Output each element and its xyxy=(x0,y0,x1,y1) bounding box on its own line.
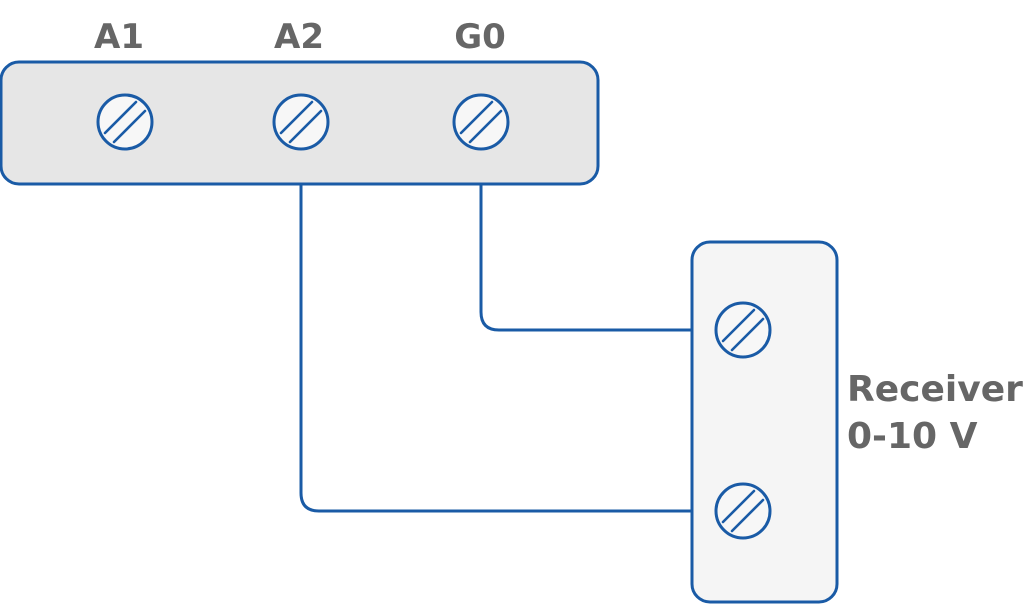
slotted-screw-icon xyxy=(714,301,772,359)
receiver-label: Receiver xyxy=(847,369,1023,410)
slotted-screw-icon xyxy=(272,93,330,151)
receiver-block-body xyxy=(690,240,839,604)
terminal-label-g0: G0 xyxy=(454,17,506,57)
wire-a2-to-receiver-bottom xyxy=(299,183,694,513)
receiver-block: Receiver 0-10 V xyxy=(690,240,1023,604)
terminal-label-a1: A1 xyxy=(94,17,144,57)
slotted-screw-icon xyxy=(714,482,772,540)
wire-g0-to-receiver-top xyxy=(479,183,694,332)
receiver-voltage-label: 0-10 V xyxy=(847,416,978,457)
slotted-screw-icon xyxy=(452,93,510,151)
terminal-block: A1 A2 G0 xyxy=(0,17,600,186)
slotted-screw-icon xyxy=(96,93,154,151)
terminal-label-a2: A2 xyxy=(274,17,324,57)
